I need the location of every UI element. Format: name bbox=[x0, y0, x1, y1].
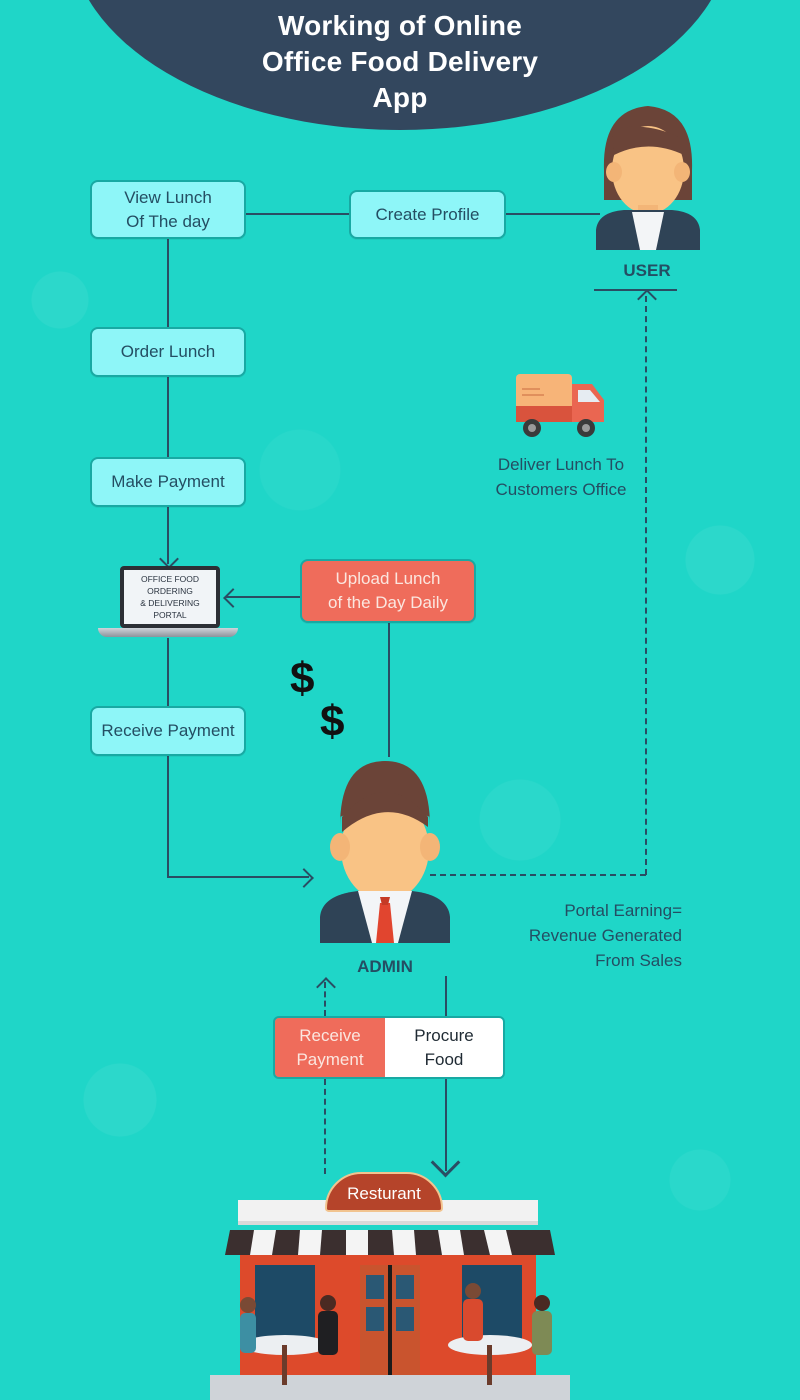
create-profile-step[interactable]: Create Profile bbox=[349, 190, 506, 239]
connector-portal-to-receive bbox=[167, 638, 169, 708]
procure-food-line-1: Procure bbox=[414, 1025, 474, 1045]
connector-order-to-payment bbox=[167, 376, 169, 458]
portal-line-1: OFFICE FOOD bbox=[140, 574, 200, 584]
upload-lunch-step[interactable]: Upload Lunch of the Day Daily bbox=[300, 559, 476, 623]
earning-line-3: From Sales bbox=[595, 951, 682, 970]
restaurant-sign: Resturant bbox=[325, 1172, 443, 1212]
laptop-base bbox=[98, 628, 238, 637]
dashed-connector-payment-to-admin bbox=[324, 982, 326, 1016]
procure-food-line-2: Food bbox=[424, 1049, 464, 1069]
title-line-2: Office Food Delivery bbox=[261, 46, 539, 77]
earning-line-1: Portal Earning= bbox=[564, 901, 682, 920]
portal-screen-text: OFFICE FOOD ORDERING & DELIVERING PORTAL bbox=[124, 570, 216, 624]
payment-procure-box: Receive Payment Procure Food bbox=[273, 1016, 505, 1079]
delivery-caption-line-2: Customers Office bbox=[495, 480, 627, 499]
create-profile-label: Create Profile bbox=[375, 204, 480, 224]
receive-payment-portal-step[interactable]: Receive Payment bbox=[90, 706, 246, 756]
title-line-3: App bbox=[372, 82, 428, 113]
receive-payment-admin-line-1: Receive bbox=[299, 1025, 361, 1045]
dollar-icon: $ bbox=[320, 697, 345, 746]
make-payment-label: Make Payment bbox=[111, 472, 225, 491]
user-role-label: USER bbox=[623, 261, 671, 280]
make-payment-step[interactable]: Make Payment bbox=[90, 457, 246, 507]
connector-upload-to-portal bbox=[225, 596, 301, 598]
connector-payment-to-portal bbox=[167, 506, 169, 564]
page-title: Working of Online Office Food Delivery A… bbox=[0, 8, 800, 116]
delivery-caption: Deliver Lunch To Customers Office bbox=[478, 452, 644, 502]
admin-role-label: ADMIN bbox=[357, 957, 413, 976]
user-woman-avatar-icon bbox=[596, 106, 700, 250]
order-lunch-label: Order Lunch bbox=[120, 342, 216, 361]
upload-lunch-label-line-1: Upload Lunch bbox=[335, 569, 441, 588]
procure-food-step[interactable]: Procure Food bbox=[385, 1018, 503, 1077]
dashed-connector-admin-delivery bbox=[430, 874, 646, 876]
portal-line-4: PORTAL bbox=[153, 610, 187, 620]
connector-procure-to-restaurant bbox=[445, 1079, 447, 1171]
earning-line-2: Revenue Generated bbox=[528, 926, 682, 945]
view-lunch-label-line-1: View Lunch bbox=[124, 187, 212, 207]
title-line-1: Working of Online bbox=[278, 10, 522, 41]
connector-receive-to-admin bbox=[167, 876, 309, 878]
order-lunch-step[interactable]: Order Lunch bbox=[90, 327, 246, 377]
dashed-connector-restaurant-payment bbox=[324, 1079, 326, 1174]
dashed-connector-delivery-to-user bbox=[645, 296, 647, 875]
upload-lunch-label-line-2: of the Day Daily bbox=[328, 593, 448, 612]
connector-view-to-order bbox=[167, 238, 169, 328]
receive-payment-admin-line-2: Payment bbox=[296, 1049, 364, 1069]
view-lunch-label-line-2: Of The day bbox=[126, 211, 210, 231]
connector-admin-to-procure bbox=[445, 976, 447, 1016]
delivery-truck-icon bbox=[516, 374, 604, 437]
delivery-caption-line-1: Deliver Lunch To bbox=[497, 455, 625, 474]
receive-payment-label: Receive Payment bbox=[101, 721, 235, 740]
connector-receive-down bbox=[167, 756, 169, 877]
connector-view-to-profile bbox=[245, 213, 350, 215]
laptop-portal-icon: OFFICE FOOD ORDERING & DELIVERING PORTAL bbox=[120, 566, 220, 628]
portal-line-2: ORDERING bbox=[147, 586, 193, 596]
dollar-icon: $ bbox=[290, 654, 315, 703]
portal-line-3: & DELIVERING bbox=[140, 598, 200, 608]
admin-man-avatar-icon bbox=[320, 761, 450, 943]
user-underline bbox=[594, 289, 677, 291]
connector-admin-to-upload bbox=[388, 622, 390, 757]
receive-payment-admin-step[interactable]: Receive Payment bbox=[275, 1018, 385, 1077]
restaurant-storefront-illustration bbox=[210, 1200, 570, 1400]
view-lunch-of-the-day-step[interactable]: View Lunch Of The day bbox=[90, 180, 246, 239]
connector-profile-to-user bbox=[505, 213, 600, 215]
portal-earning-note: Portal Earning= Revenue Generated From S… bbox=[490, 898, 682, 973]
